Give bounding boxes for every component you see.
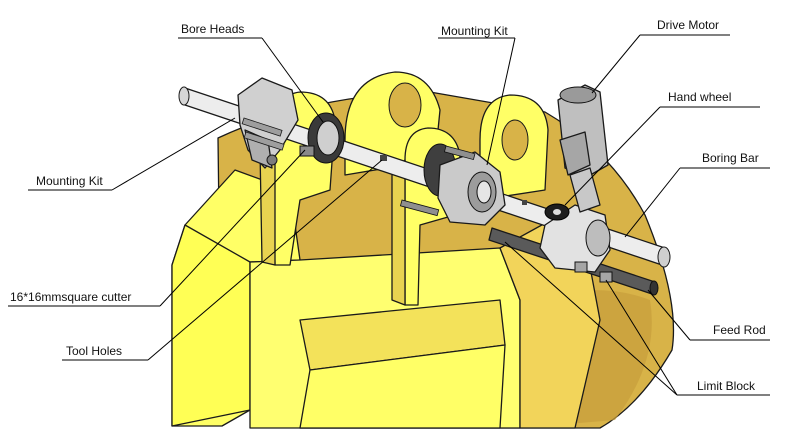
front-lug-right-side — [391, 159, 406, 306]
label-square-cutter: 16*16mmsquare cutter — [10, 290, 131, 304]
leader-limit-block-2 — [605, 279, 678, 396]
leader-boring-bar — [624, 167, 681, 238]
middle-kit-bolt-2 — [443, 145, 476, 161]
label-mounting-kit-top: Mounting Kit — [441, 24, 508, 38]
label-limit-block: Limit Block — [697, 379, 756, 393]
label-tool-holes: Tool Holes — [66, 344, 122, 358]
rear-lug-left-bore — [388, 82, 422, 128]
left-kit-bolt-2 — [243, 131, 285, 151]
rear-lug-right-bore — [501, 119, 529, 161]
left-bore-head — [299, 112, 345, 164]
feed-housing-bore — [585, 219, 611, 257]
label-feed-rod: Feed Rod — [713, 323, 766, 337]
drive-motor-gearbox — [559, 131, 591, 176]
left-mounting-kit — [237, 77, 299, 169]
hand-wheel — [544, 203, 570, 221]
bucket-left-wall — [171, 224, 251, 427]
leader-feed-rod — [647, 289, 691, 341]
drive-motor-cap — [559, 86, 597, 104]
drive-motor-mount — [569, 167, 601, 213]
boring-bar — [178, 86, 671, 268]
leader-limit-block-1 — [504, 241, 678, 396]
left-square-cutter — [299, 145, 315, 157]
left-kit-nut — [266, 154, 278, 166]
leader-hand-wheel — [564, 106, 661, 206]
bucket-back-edge — [299, 344, 506, 429]
middle-kit-bolt-1 — [399, 199, 440, 217]
leader-tool-holes — [147, 159, 383, 361]
leader-square-cutter — [159, 149, 306, 307]
middle-kit-bearing-core — [476, 180, 492, 204]
feed-housing — [539, 204, 613, 283]
label-boring-bar: Boring Bar — [702, 151, 759, 165]
leader-lines — [8, 34, 770, 396]
hand-wheel-hub — [553, 209, 561, 215]
left-kit-bolt-1 — [241, 117, 283, 137]
leader-drive-motor — [591, 34, 641, 94]
label-hand-wheel: Hand wheel — [668, 90, 731, 104]
tool-hole-marker-2 — [522, 200, 527, 205]
drive-motor — [557, 84, 609, 213]
feed-rod-end — [649, 280, 659, 296]
labels: Bore Heads Mounting Kit Drive Motor Hand… — [10, 18, 766, 393]
boring-bar-right-end — [657, 246, 671, 268]
label-drive-motor: Drive Motor — [657, 18, 719, 32]
label-mounting-kit-left: Mounting Kit — [36, 174, 103, 188]
label-bore-heads: Bore Heads — [181, 22, 244, 36]
leader-mounting-kit-top — [486, 37, 516, 166]
leader-mounting-kit-left — [111, 117, 236, 191]
leader-bore-heads — [261, 37, 324, 123]
limit-block-1 — [574, 261, 588, 273]
left-bore-head-inner — [316, 120, 340, 156]
limit-block-2 — [599, 271, 613, 283]
tool-hole-marker — [380, 155, 387, 161]
middle-mounting-kit — [399, 143, 506, 226]
boring-bar-left-end — [178, 86, 190, 106]
